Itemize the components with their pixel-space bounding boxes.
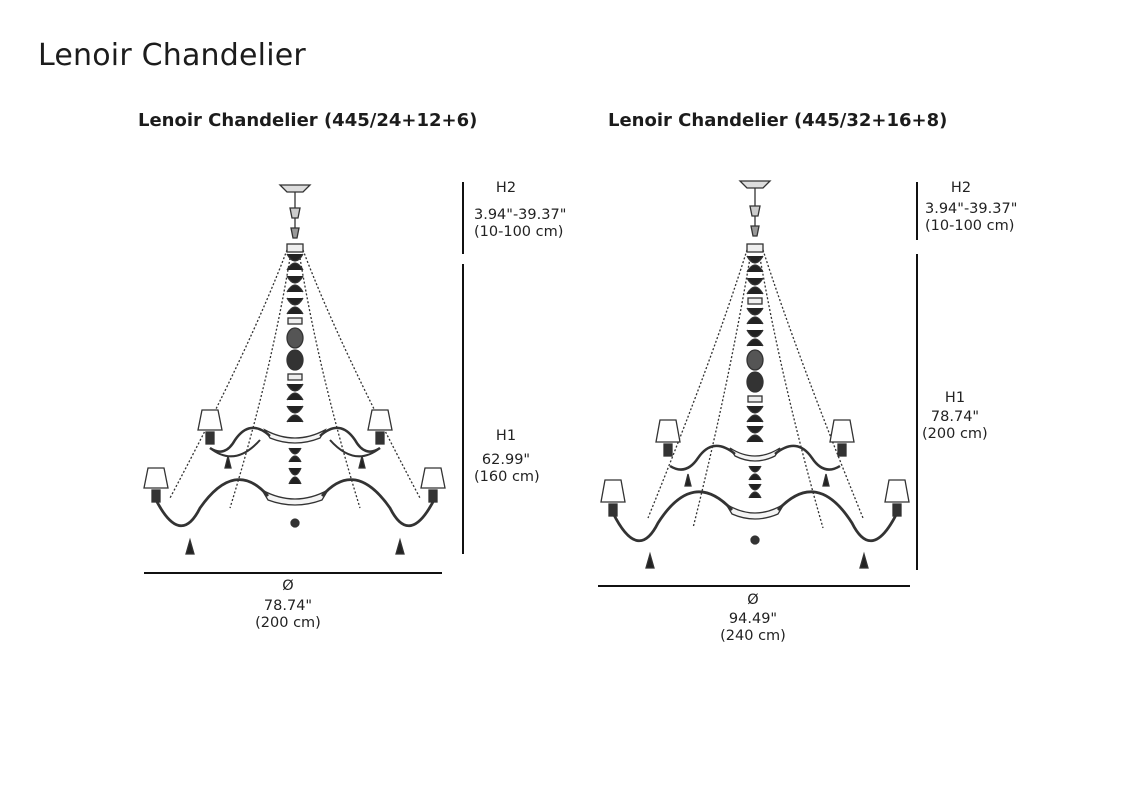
model-1-diameter-symbol: Ø [282, 578, 294, 594]
model-1-diameter-cm: (200 cm) [255, 615, 321, 631]
model-2-h2-label: H2 [950, 180, 972, 196]
model-1-diameter-inches: 78.74" [263, 598, 313, 614]
model-1-h1-line [462, 264, 464, 554]
model-1-h1-inches: 62.99" [481, 452, 531, 468]
model-2-h1-label: H1 [944, 390, 966, 406]
model-1-h2-label: H2 [495, 180, 517, 196]
chandelier-1-drawing [143, 184, 446, 555]
model-1-h1-label: H1 [495, 428, 517, 444]
model-2-diameter-cm: (240 cm) [720, 628, 786, 644]
model-2-h2-inches: 3.94"-39.37" [925, 201, 1018, 217]
model-2-title: Lenoir Chandelier (445/32+16+8) [608, 110, 948, 131]
chandelier-2-drawing [600, 180, 910, 569]
page-title: Lenoir Chandelier [38, 38, 306, 73]
model-2-diameter-inches: 94.49" [728, 611, 778, 627]
model-2-diameter-symbol: Ø [747, 592, 759, 608]
model-1-h2-line [462, 182, 464, 254]
model-1-h2-cm: (10-100 cm) [474, 224, 564, 240]
model-2-h2-line [916, 182, 918, 240]
model-2-diameter-line [598, 585, 910, 587]
model-1-title: Lenoir Chandelier (445/24+12+6) [138, 110, 478, 131]
model-1-h2-inches: 3.94"-39.37" [474, 207, 567, 223]
model-1-h1-cm: (160 cm) [474, 469, 540, 485]
model-1-diameter-line [144, 572, 442, 574]
model-2-h1-line [916, 254, 918, 570]
model-2-h1-cm: (200 cm) [922, 426, 988, 442]
model-2-h2-cm: (10-100 cm) [925, 218, 1015, 234]
model-2-h1-inches: 78.74" [930, 409, 980, 425]
